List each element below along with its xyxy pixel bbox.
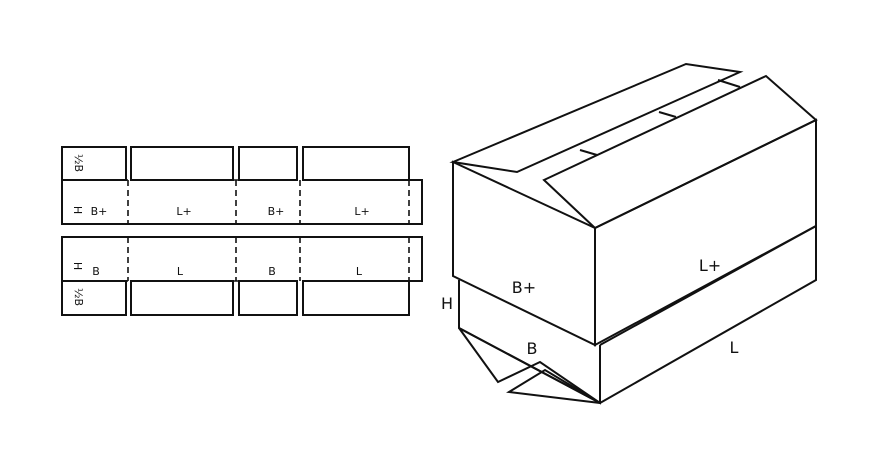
upper-front-face <box>452 160 596 347</box>
box-3d: L+ B+ H B L <box>441 62 818 405</box>
lower-side-face <box>599 224 817 404</box>
upper-width-label: B+ <box>512 278 536 297</box>
upper-side-face <box>594 118 817 347</box>
bottom-half-b-label: ½B <box>72 288 85 306</box>
flap-seam-3 <box>717 79 741 88</box>
top-flap-3 <box>238 146 298 181</box>
bottom-body-outline <box>61 236 423 282</box>
upper-length-label: L+ <box>699 256 721 275</box>
top-flap-1 <box>61 146 127 181</box>
bottom-flap-4 <box>302 280 410 316</box>
top-h-label: H <box>71 206 84 214</box>
bottom-panel-label-2: L <box>177 265 184 278</box>
flat-layout-top: ½B H B+ L+ B+ L+ <box>61 146 423 225</box>
bottom-flap-3 <box>238 280 298 316</box>
bottom-panel-label-1: B <box>92 265 100 278</box>
bottom-right-flap <box>506 368 601 404</box>
flap-seam-1 <box>579 149 598 156</box>
top-panel-label-1: B+ <box>91 205 108 218</box>
top-half-b-label: ½B <box>72 154 85 172</box>
top-panel-label-3: B+ <box>268 205 285 218</box>
top-body-outline <box>61 179 423 225</box>
bottom-h-label: H <box>71 262 84 270</box>
lower-width-label: B <box>527 339 538 358</box>
top-panel-label-2: L+ <box>176 205 191 218</box>
height-label: H <box>441 294 453 313</box>
bottom-flap-1 <box>61 280 127 316</box>
bottom-panel-label-3: B <box>268 265 276 278</box>
lower-length-label: L <box>730 338 739 357</box>
top-left-flap <box>449 62 744 174</box>
top-flap-4 <box>302 146 410 181</box>
bottom-panel-label-4: L <box>356 265 363 278</box>
top-panel-label-4: L+ <box>354 205 369 218</box>
flat-layout-bottom: H B L B L ½B <box>61 236 423 316</box>
flap-seam-2 <box>658 111 677 118</box>
bottom-flap-2 <box>130 280 234 316</box>
top-flap-2 <box>130 146 234 181</box>
bottom-left-flap <box>458 327 601 404</box>
